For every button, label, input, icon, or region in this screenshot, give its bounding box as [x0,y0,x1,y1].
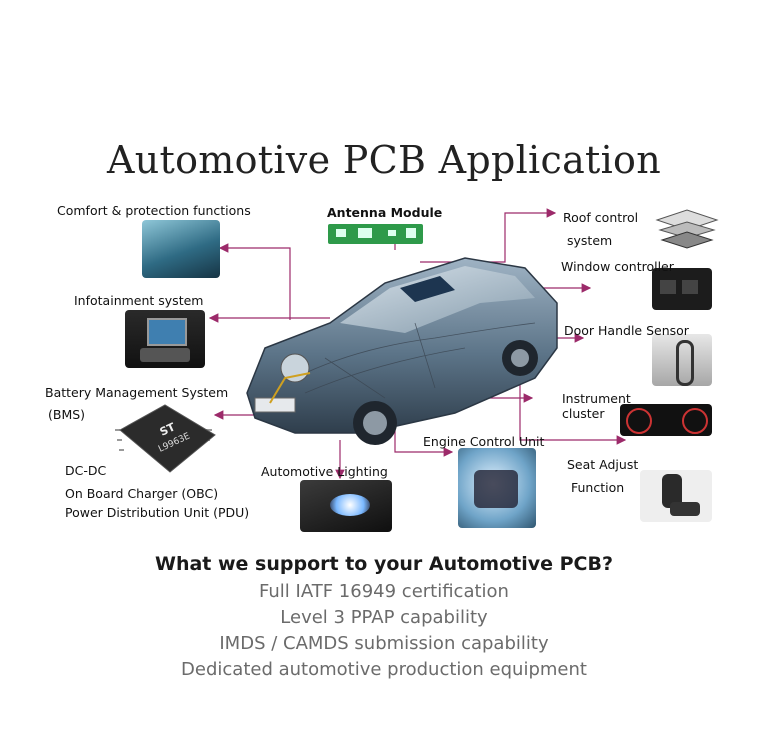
label-antenna: Antenna Module [327,205,443,220]
arrow-comfort [218,243,291,320]
label-engine: Engine Control Unit [423,434,545,449]
label-comfort: Comfort & protection functions [57,203,251,218]
comfort-image [142,220,220,278]
car-cutaway-image [246,257,558,445]
label-dcdc: DC-DC [65,463,107,478]
support-item: Dedicated automotive production equipmen… [181,659,587,680]
support-item: IMDS / CAMDS submission capability [219,633,549,654]
label-window: Window controller [561,259,674,274]
label-instrument-1: Instrument [562,391,631,406]
page-title: Automotive PCB Application [107,138,661,182]
antenna-pcb-image [328,224,423,244]
engine-image [458,448,536,528]
label-bms-2: (BMS) [48,407,86,422]
headlight-image [300,480,392,532]
window-controller-image [652,268,712,310]
label-roof-1: Roof control [563,210,639,225]
st-chip-image: ST L9963E [115,404,216,473]
label-obc: On Board Charger (OBC) [65,486,219,501]
roof-control-image [655,209,719,249]
door-handle-image [652,334,712,386]
label-door: Door Handle Sensor [564,323,689,338]
support-heading: What we support to your Automotive PCB? [155,553,613,575]
arrow-seat [519,360,627,445]
label-lighting: Automotive Lighting [261,464,388,479]
label-seat-2: Function [571,480,625,495]
label-roof-2: system [567,233,613,248]
car-seat-image [640,470,712,522]
instrument-cluster-image [620,404,712,436]
label-instrument-2: cluster [562,406,605,421]
label-seat-1: Seat Adjust [567,457,639,472]
support-item: Full IATF 16949 certification [259,581,509,602]
support-item: Level 3 PPAP capability [280,607,488,628]
label-infotainment: Infotainment system [74,293,204,308]
svg-text:ST: ST [158,420,178,439]
infotainment-image [125,310,205,368]
label-pdu: Power Distribution Unit (PDU) [65,505,250,520]
label-bms-1: Battery Management System [45,385,229,400]
